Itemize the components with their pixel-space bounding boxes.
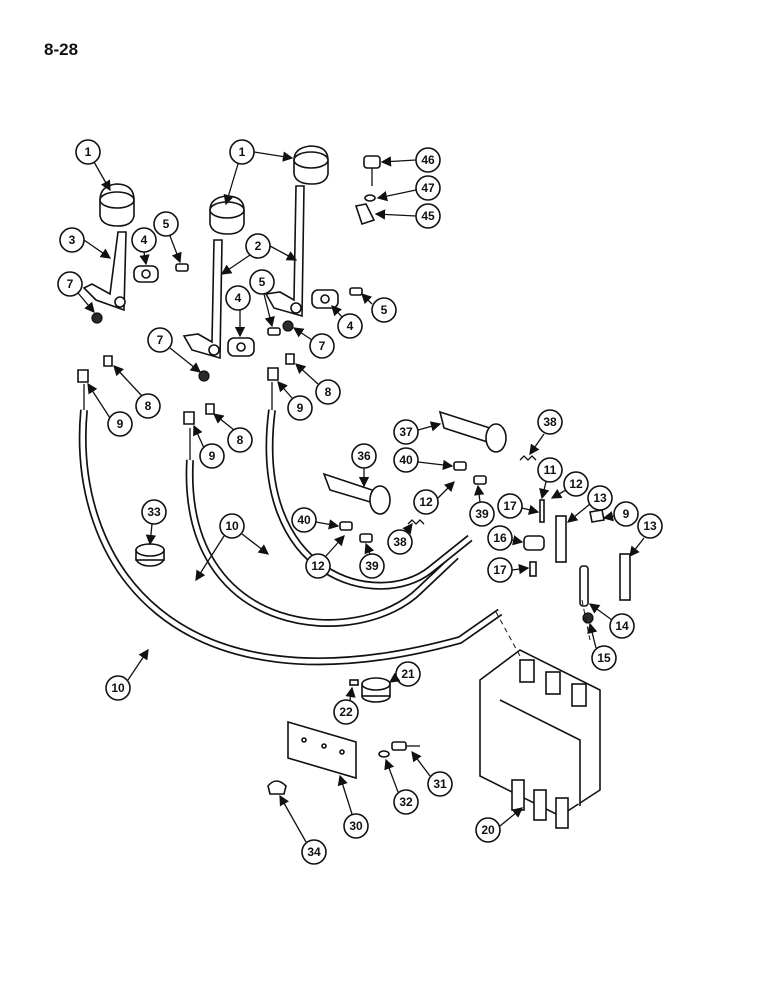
svg-text:5: 5 xyxy=(381,303,388,317)
svg-text:37: 37 xyxy=(399,425,413,439)
svg-text:46: 46 xyxy=(421,153,435,167)
svg-text:10: 10 xyxy=(111,681,125,695)
svg-text:12: 12 xyxy=(419,495,433,509)
svg-text:39: 39 xyxy=(365,559,379,573)
callouts: 1 1 2 3 4 4 4 5 5 5 7 7 7 8 8 xyxy=(57,139,663,865)
mounting-bolt xyxy=(391,741,420,751)
svg-text:13: 13 xyxy=(593,491,607,505)
mounting-plate xyxy=(287,720,357,780)
svg-text:47: 47 xyxy=(421,181,435,195)
washer xyxy=(378,750,390,758)
svg-text:16: 16 xyxy=(493,531,507,545)
svg-text:36: 36 xyxy=(357,449,371,463)
svg-text:12: 12 xyxy=(311,559,325,573)
cable-bracket-upper xyxy=(438,410,507,453)
svg-text:32: 32 xyxy=(399,795,413,809)
svg-text:2: 2 xyxy=(255,239,262,253)
alignment-line xyxy=(495,611,521,657)
lever-knob-right xyxy=(293,145,329,185)
pivot-block-center xyxy=(227,337,255,357)
page-number: 8-28 xyxy=(44,40,79,59)
svg-text:7: 7 xyxy=(319,339,326,353)
svg-text:38: 38 xyxy=(393,535,407,549)
springs-and-pins xyxy=(339,455,537,543)
svg-text:5: 5 xyxy=(163,217,170,231)
svg-text:1: 1 xyxy=(239,145,246,159)
svg-text:9: 9 xyxy=(209,449,216,463)
svg-text:8: 8 xyxy=(325,385,332,399)
svg-text:39: 39 xyxy=(475,507,489,521)
svg-text:4: 4 xyxy=(235,291,242,305)
svg-text:7: 7 xyxy=(157,333,164,347)
grommet xyxy=(135,543,165,567)
svg-text:40: 40 xyxy=(297,513,311,527)
svg-text:8: 8 xyxy=(145,399,152,413)
svg-text:14: 14 xyxy=(615,619,629,633)
linkage-parts xyxy=(523,499,631,624)
svg-text:33: 33 xyxy=(147,505,161,519)
svg-text:12: 12 xyxy=(569,477,583,491)
svg-text:1: 1 xyxy=(85,145,92,159)
washer xyxy=(364,194,376,202)
cable-bracket-lower xyxy=(322,472,391,515)
clevises xyxy=(77,353,605,523)
plug xyxy=(267,780,287,795)
svg-text:38: 38 xyxy=(543,415,557,429)
lever-center xyxy=(182,239,223,360)
lever-knob-left xyxy=(99,183,135,227)
ignition-key xyxy=(363,155,381,186)
svg-text:5: 5 xyxy=(259,275,266,289)
svg-text:11: 11 xyxy=(544,463,557,477)
svg-text:13: 13 xyxy=(643,519,657,533)
lever-knob-center xyxy=(209,195,245,235)
svg-text:7: 7 xyxy=(67,277,74,291)
pivot-block-left xyxy=(133,265,159,283)
svg-text:9: 9 xyxy=(623,507,630,521)
svg-text:8: 8 xyxy=(237,433,244,447)
svg-text:40: 40 xyxy=(399,453,413,467)
svg-text:4: 4 xyxy=(141,233,148,247)
control-cables xyxy=(78,382,503,666)
lever-right xyxy=(264,185,305,318)
svg-text:30: 30 xyxy=(349,819,363,833)
switch-bracket xyxy=(354,203,376,226)
svg-text:4: 4 xyxy=(347,319,354,333)
svg-text:15: 15 xyxy=(597,651,611,665)
pivot-block-right xyxy=(311,289,339,309)
svg-text:20: 20 xyxy=(481,823,495,837)
svg-text:9: 9 xyxy=(117,417,124,431)
svg-text:21: 21 xyxy=(401,667,415,681)
lever-small xyxy=(82,231,127,312)
svg-text:17: 17 xyxy=(503,499,517,513)
set-screw xyxy=(349,679,359,686)
control-valve xyxy=(479,649,601,829)
svg-text:10: 10 xyxy=(225,519,239,533)
svg-text:9: 9 xyxy=(297,401,304,415)
svg-text:3: 3 xyxy=(69,233,76,247)
svg-text:34: 34 xyxy=(307,845,321,859)
svg-text:17: 17 xyxy=(493,563,507,577)
svg-text:31: 31 xyxy=(433,777,447,791)
svg-text:45: 45 xyxy=(421,209,435,223)
small-bolts xyxy=(91,263,363,382)
alignment-line xyxy=(581,599,591,641)
svg-text:22: 22 xyxy=(339,705,353,719)
control-knob xyxy=(361,677,391,703)
